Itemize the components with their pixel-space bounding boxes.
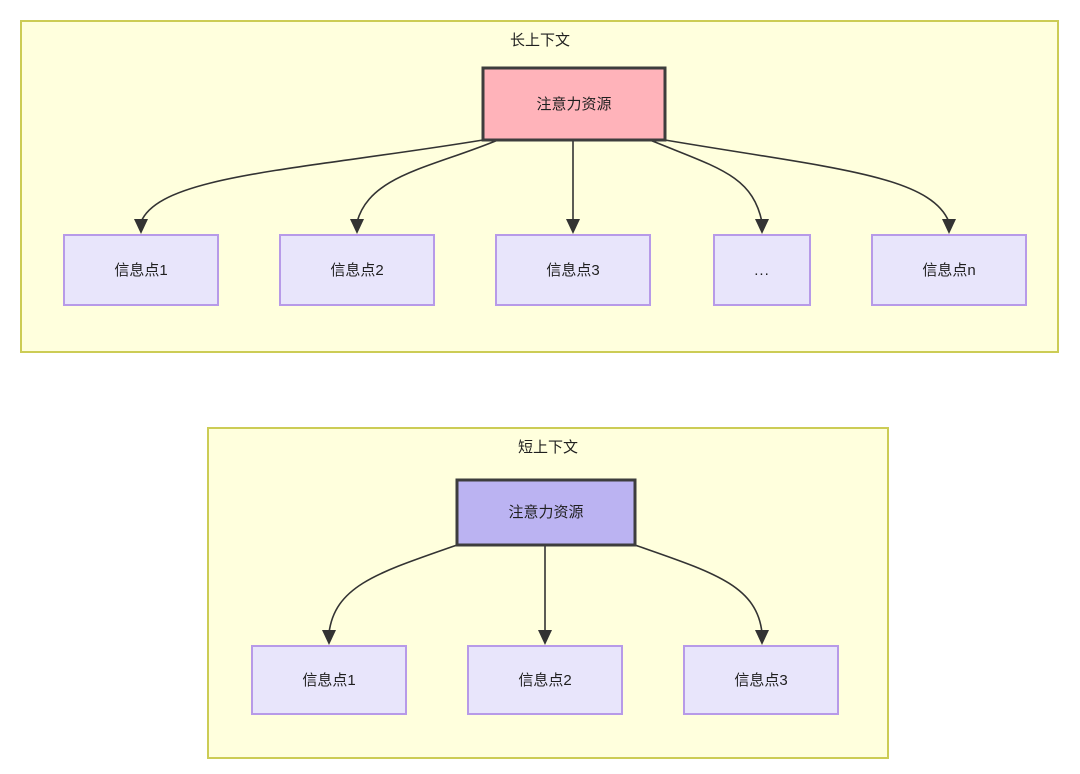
arrow-head-short-info-3	[755, 630, 769, 645]
node-info-long-2-label: 信息点2	[330, 262, 383, 279]
container-title-long-context: 长上下文	[510, 32, 570, 49]
node-attention-short-rect[interactable]	[455, 478, 637, 547]
node-info-short-3-label: 信息点3	[734, 672, 787, 689]
node-info-short-2-rect[interactable]	[467, 645, 623, 715]
node-info-long-3-rect[interactable]	[495, 234, 651, 306]
node-attention-long[interactable]: 注意力资源	[481, 66, 667, 142]
section-short-context: 短上下文 注意力资源 信息点1 信息点	[207, 427, 889, 759]
node-info-short-2-label: 信息点2	[518, 672, 571, 689]
node-info-long-n[interactable]: 信息点n	[871, 234, 1027, 306]
edge-group-long-context	[134, 139, 956, 234]
arrow-head-short-info-2	[538, 630, 552, 645]
node-attention-short[interactable]: 注意力资源	[455, 478, 637, 547]
node-info-long-2[interactable]: 信息点2	[279, 234, 435, 306]
node-info-long-1-rect[interactable]	[63, 234, 219, 306]
edge-attention-to-info-1	[140, 139, 484, 223]
node-info-short-1[interactable]: 信息点1	[251, 645, 407, 715]
edge-attention-to-info-n	[664, 139, 950, 223]
node-info-long-ellipsis-label: ...	[754, 262, 770, 279]
node-info-short-1-rect[interactable]	[251, 645, 407, 715]
edge-attention-short-to-info-3	[634, 544, 763, 634]
arrow-head-info-n	[942, 219, 956, 234]
node-info-long-2-rect[interactable]	[279, 234, 435, 306]
node-attention-short-label: 注意力资源	[508, 503, 583, 521]
node-attention-long-label: 注意力资源	[536, 95, 611, 113]
node-info-long-1[interactable]: 信息点1	[63, 234, 219, 306]
node-attention-long-rect[interactable]	[481, 66, 667, 142]
node-info-long-ellipsis[interactable]: ...	[713, 234, 811, 306]
arrow-head-info-ellipsis	[755, 219, 769, 234]
section-long-context: 长上下文 注意力资源 信息	[20, 20, 1059, 353]
node-info-long-n-rect[interactable]	[871, 234, 1027, 306]
node-info-long-n-label: 信息点n	[922, 262, 975, 279]
node-info-short-3-rect[interactable]	[683, 645, 839, 715]
node-info-short-1-label: 信息点1	[302, 672, 355, 689]
arrow-head-short-info-1	[322, 630, 336, 645]
container-title-short-context: 短上下文	[518, 439, 578, 456]
edge-attention-to-info-2	[356, 139, 499, 223]
arrow-head-info-1	[134, 219, 148, 234]
arrow-head-info-2	[350, 219, 364, 234]
node-info-short-3[interactable]: 信息点3	[683, 645, 839, 715]
edge-attention-to-info-ellipsis	[649, 139, 763, 223]
node-info-long-3-label: 信息点3	[546, 262, 599, 279]
node-info-long-3[interactable]: 信息点3	[495, 234, 651, 306]
node-info-short-2[interactable]: 信息点2	[467, 645, 623, 715]
node-info-long-ellipsis-rect[interactable]	[713, 234, 811, 306]
arrow-head-info-3	[566, 219, 580, 234]
edge-group-short-context	[322, 544, 769, 645]
edge-attention-short-to-info-1	[328, 544, 458, 634]
node-info-long-1-label: 信息点1	[114, 262, 167, 279]
